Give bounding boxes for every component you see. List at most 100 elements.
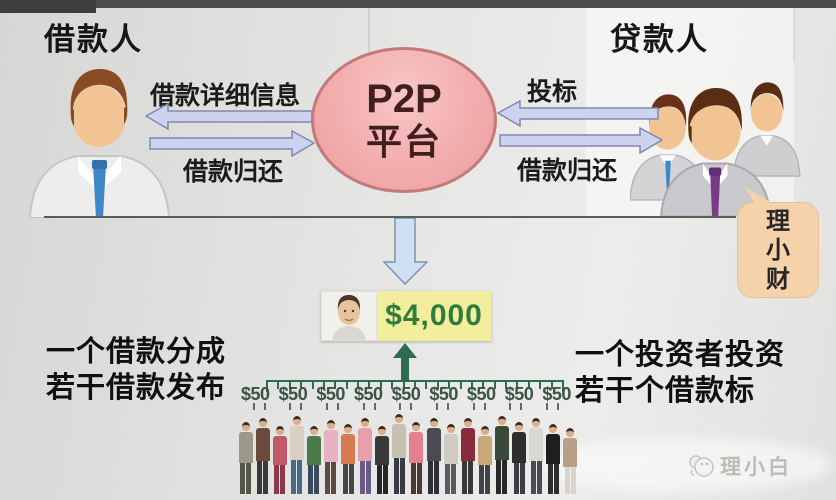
separator-line <box>44 216 736 218</box>
bracket-tick <box>539 382 542 389</box>
amount-label: $50 <box>542 384 571 404</box>
person-head <box>326 420 335 429</box>
arrow-platform-to-borrower-icon <box>145 103 313 130</box>
person-legs <box>291 460 303 494</box>
top-border-strip <box>0 0 836 8</box>
background-seam <box>793 8 795 62</box>
person-legs <box>530 461 542 494</box>
bracket-tick <box>562 382 564 392</box>
person-head <box>292 416 301 425</box>
investor-person <box>255 418 270 496</box>
split-subtick <box>546 403 549 410</box>
p2p-platform-node: P2P 平台 <box>311 47 497 193</box>
split-subtick <box>436 403 439 410</box>
bracket-tick <box>459 382 462 389</box>
borrower-photo <box>321 291 377 341</box>
person-torso <box>272 436 287 465</box>
watermark-chick-icon <box>689 455 714 477</box>
split-bracket <box>266 380 564 393</box>
person-legs <box>325 462 337 494</box>
person-torso <box>238 432 253 463</box>
bracket-tick <box>379 382 382 389</box>
split-subtick <box>252 403 255 410</box>
person-head <box>532 418 541 427</box>
investor-person <box>529 418 544 496</box>
bracket-tick <box>550 382 553 389</box>
bubble-char: 财 <box>766 265 790 293</box>
person-head <box>412 422 421 431</box>
investor-person <box>546 424 561 496</box>
person-legs <box>428 461 440 494</box>
loan-repayment-left-label: 借款归还 <box>183 158 284 186</box>
person-torso <box>563 438 578 467</box>
split-subtick <box>289 403 292 410</box>
split-subtick <box>326 403 329 410</box>
person-torso <box>358 428 373 461</box>
person-head <box>378 426 387 435</box>
investor-person <box>272 426 287 496</box>
down-arrow-icon <box>383 218 428 285</box>
person-torso <box>443 434 458 464</box>
bracket-tick <box>288 382 291 389</box>
person-torso <box>323 430 338 462</box>
investor-person <box>426 418 441 496</box>
p2p-platform-line1: P2P <box>366 77 442 122</box>
person-head <box>566 428 575 437</box>
split-subtick <box>472 403 475 410</box>
loan-repayment-right-label: 借款归还 <box>517 157 618 185</box>
person-legs <box>513 463 525 494</box>
person-torso <box>512 432 526 463</box>
investor-person <box>409 422 424 496</box>
investor-person <box>512 422 527 496</box>
investor-crowd <box>238 410 578 496</box>
person-head <box>429 418 438 427</box>
investor-person <box>238 422 253 496</box>
investor-person <box>477 426 492 496</box>
loan-amount-box: $4,000 <box>321 291 491 341</box>
amount-label: $50 <box>429 384 458 404</box>
split-subtick <box>447 403 450 410</box>
person-head <box>515 422 523 431</box>
arrow-borrower-to-platform-icon <box>149 130 315 157</box>
amount-label: $50 <box>241 384 270 404</box>
left-caption-line2: 若干借款发布 <box>46 372 227 405</box>
investor-person <box>392 414 407 496</box>
person-torso <box>460 428 475 461</box>
split-subtick <box>362 403 365 410</box>
left-caption-line1: 一个借款分成 <box>46 336 227 368</box>
bracket-tick <box>414 382 416 389</box>
bracket-tick <box>300 382 303 389</box>
person-legs <box>342 464 354 494</box>
person-head <box>446 424 455 433</box>
person-legs <box>445 464 457 494</box>
person-torso <box>306 436 321 465</box>
investor-person <box>563 428 578 496</box>
investor-person <box>323 420 338 496</box>
person-head <box>549 424 558 433</box>
person-torso <box>289 426 304 460</box>
split-amounts-row: $50$50$50$50$50$50$50$50$50 <box>241 384 571 405</box>
person-head <box>241 422 250 431</box>
up-arrow-icon <box>393 343 417 382</box>
background-seam <box>368 8 370 62</box>
split-subtick <box>509 403 512 410</box>
bracket-tick <box>345 382 348 389</box>
bracket-tick <box>527 382 530 389</box>
person-torso <box>392 424 407 458</box>
bracket-tick <box>334 382 337 389</box>
investor-person <box>460 418 475 496</box>
bracket-line <box>266 380 564 382</box>
person-head <box>497 416 506 425</box>
person-torso <box>255 428 270 461</box>
right-caption-line1: 一个投资者投资 <box>575 339 786 371</box>
borrower-avatar-icon <box>28 69 171 218</box>
person-head <box>309 426 318 435</box>
investor-person <box>289 416 304 496</box>
investor-person <box>358 418 373 496</box>
person-head <box>344 424 353 433</box>
person-legs <box>547 464 559 494</box>
person-torso <box>426 428 441 461</box>
watermark-text: 理小白 <box>720 456 792 479</box>
mascot-speech-bubble: 理 小 财 <box>737 202 819 298</box>
